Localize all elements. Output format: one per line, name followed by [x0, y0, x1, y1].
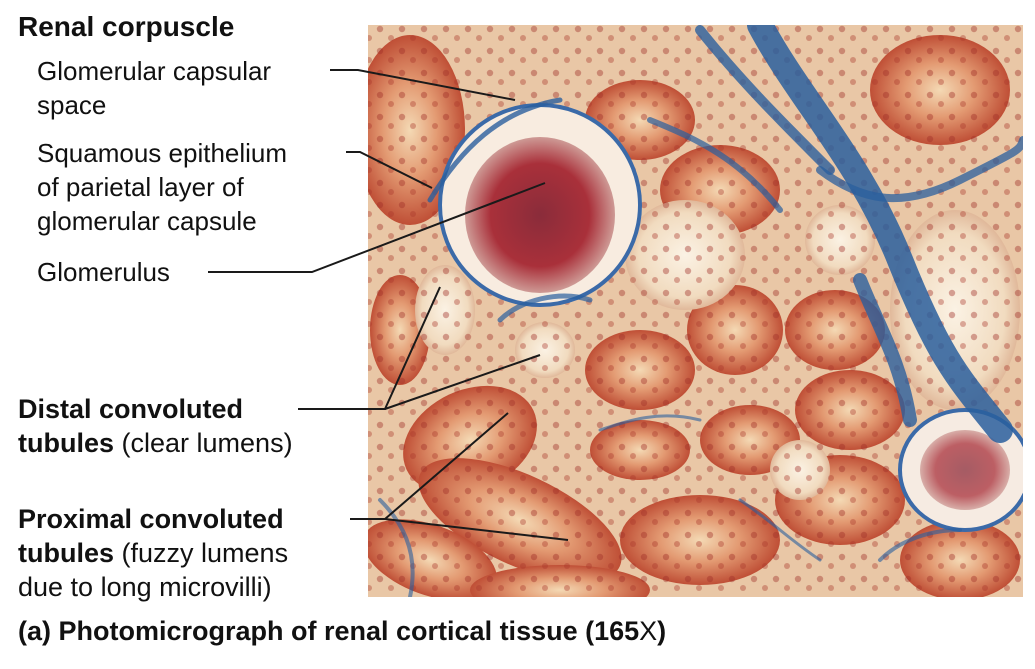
- figure-caption: (a) Photomicrograph of renal cortical ti…: [18, 616, 666, 647]
- caption-suffix: ): [657, 616, 667, 646]
- leader-lines: [208, 69, 569, 541]
- label-capsular-space: Glomerular capsular space: [37, 54, 271, 122]
- label-renal-corpuscle: Renal corpuscle: [18, 11, 235, 42]
- label-capsular-space-line2: space: [37, 90, 107, 120]
- label-proximal-bold: Proximal convoluted: [18, 504, 284, 534]
- leader-glomerulus: [208, 182, 546, 273]
- label-distal-normal: (clear lumens): [114, 428, 293, 458]
- label-squamous-line1: Squamous epithelium: [37, 138, 288, 168]
- leader-squamous-epithelium: [346, 151, 433, 189]
- caption-x: X: [639, 616, 658, 646]
- label-distal-bold-2: tubules: [18, 428, 115, 458]
- label-squamous-line3: glomerular capsule: [37, 206, 257, 236]
- leader-proximal-2: [384, 518, 569, 541]
- caption-prefix: (a) Photomicrograph of renal cortical ti…: [18, 616, 640, 646]
- label-squamous-epithelium: Squamous epithelium of parietal layer of…: [37, 136, 287, 238]
- label-proximal-bold-2: tubules: [18, 538, 115, 568]
- label-glomerulus: Glomerulus: [37, 257, 170, 287]
- label-proximal-normal-2: due to long microvilli): [18, 572, 272, 602]
- label-distal-bold: Distal convoluted: [18, 394, 244, 424]
- tissue-section: [368, 25, 1023, 597]
- renal-corpuscle-graphic: [438, 103, 642, 307]
- label-distal-tubules: Distal convoluted tubules (clear lumens): [18, 392, 293, 460]
- label-squamous-line2: of parietal layer of: [37, 172, 244, 202]
- leader-distal-2: [384, 354, 541, 410]
- label-capsular-space-line1: Glomerular capsular: [37, 56, 272, 86]
- leader-capsular-space: [330, 69, 516, 101]
- connective-tissue-graphic: [378, 25, 1023, 597]
- label-proximal-normal: (fuzzy lumens: [114, 538, 289, 568]
- label-proximal-tubules: Proximal convoluted tubules (fuzzy lumen…: [18, 502, 288, 604]
